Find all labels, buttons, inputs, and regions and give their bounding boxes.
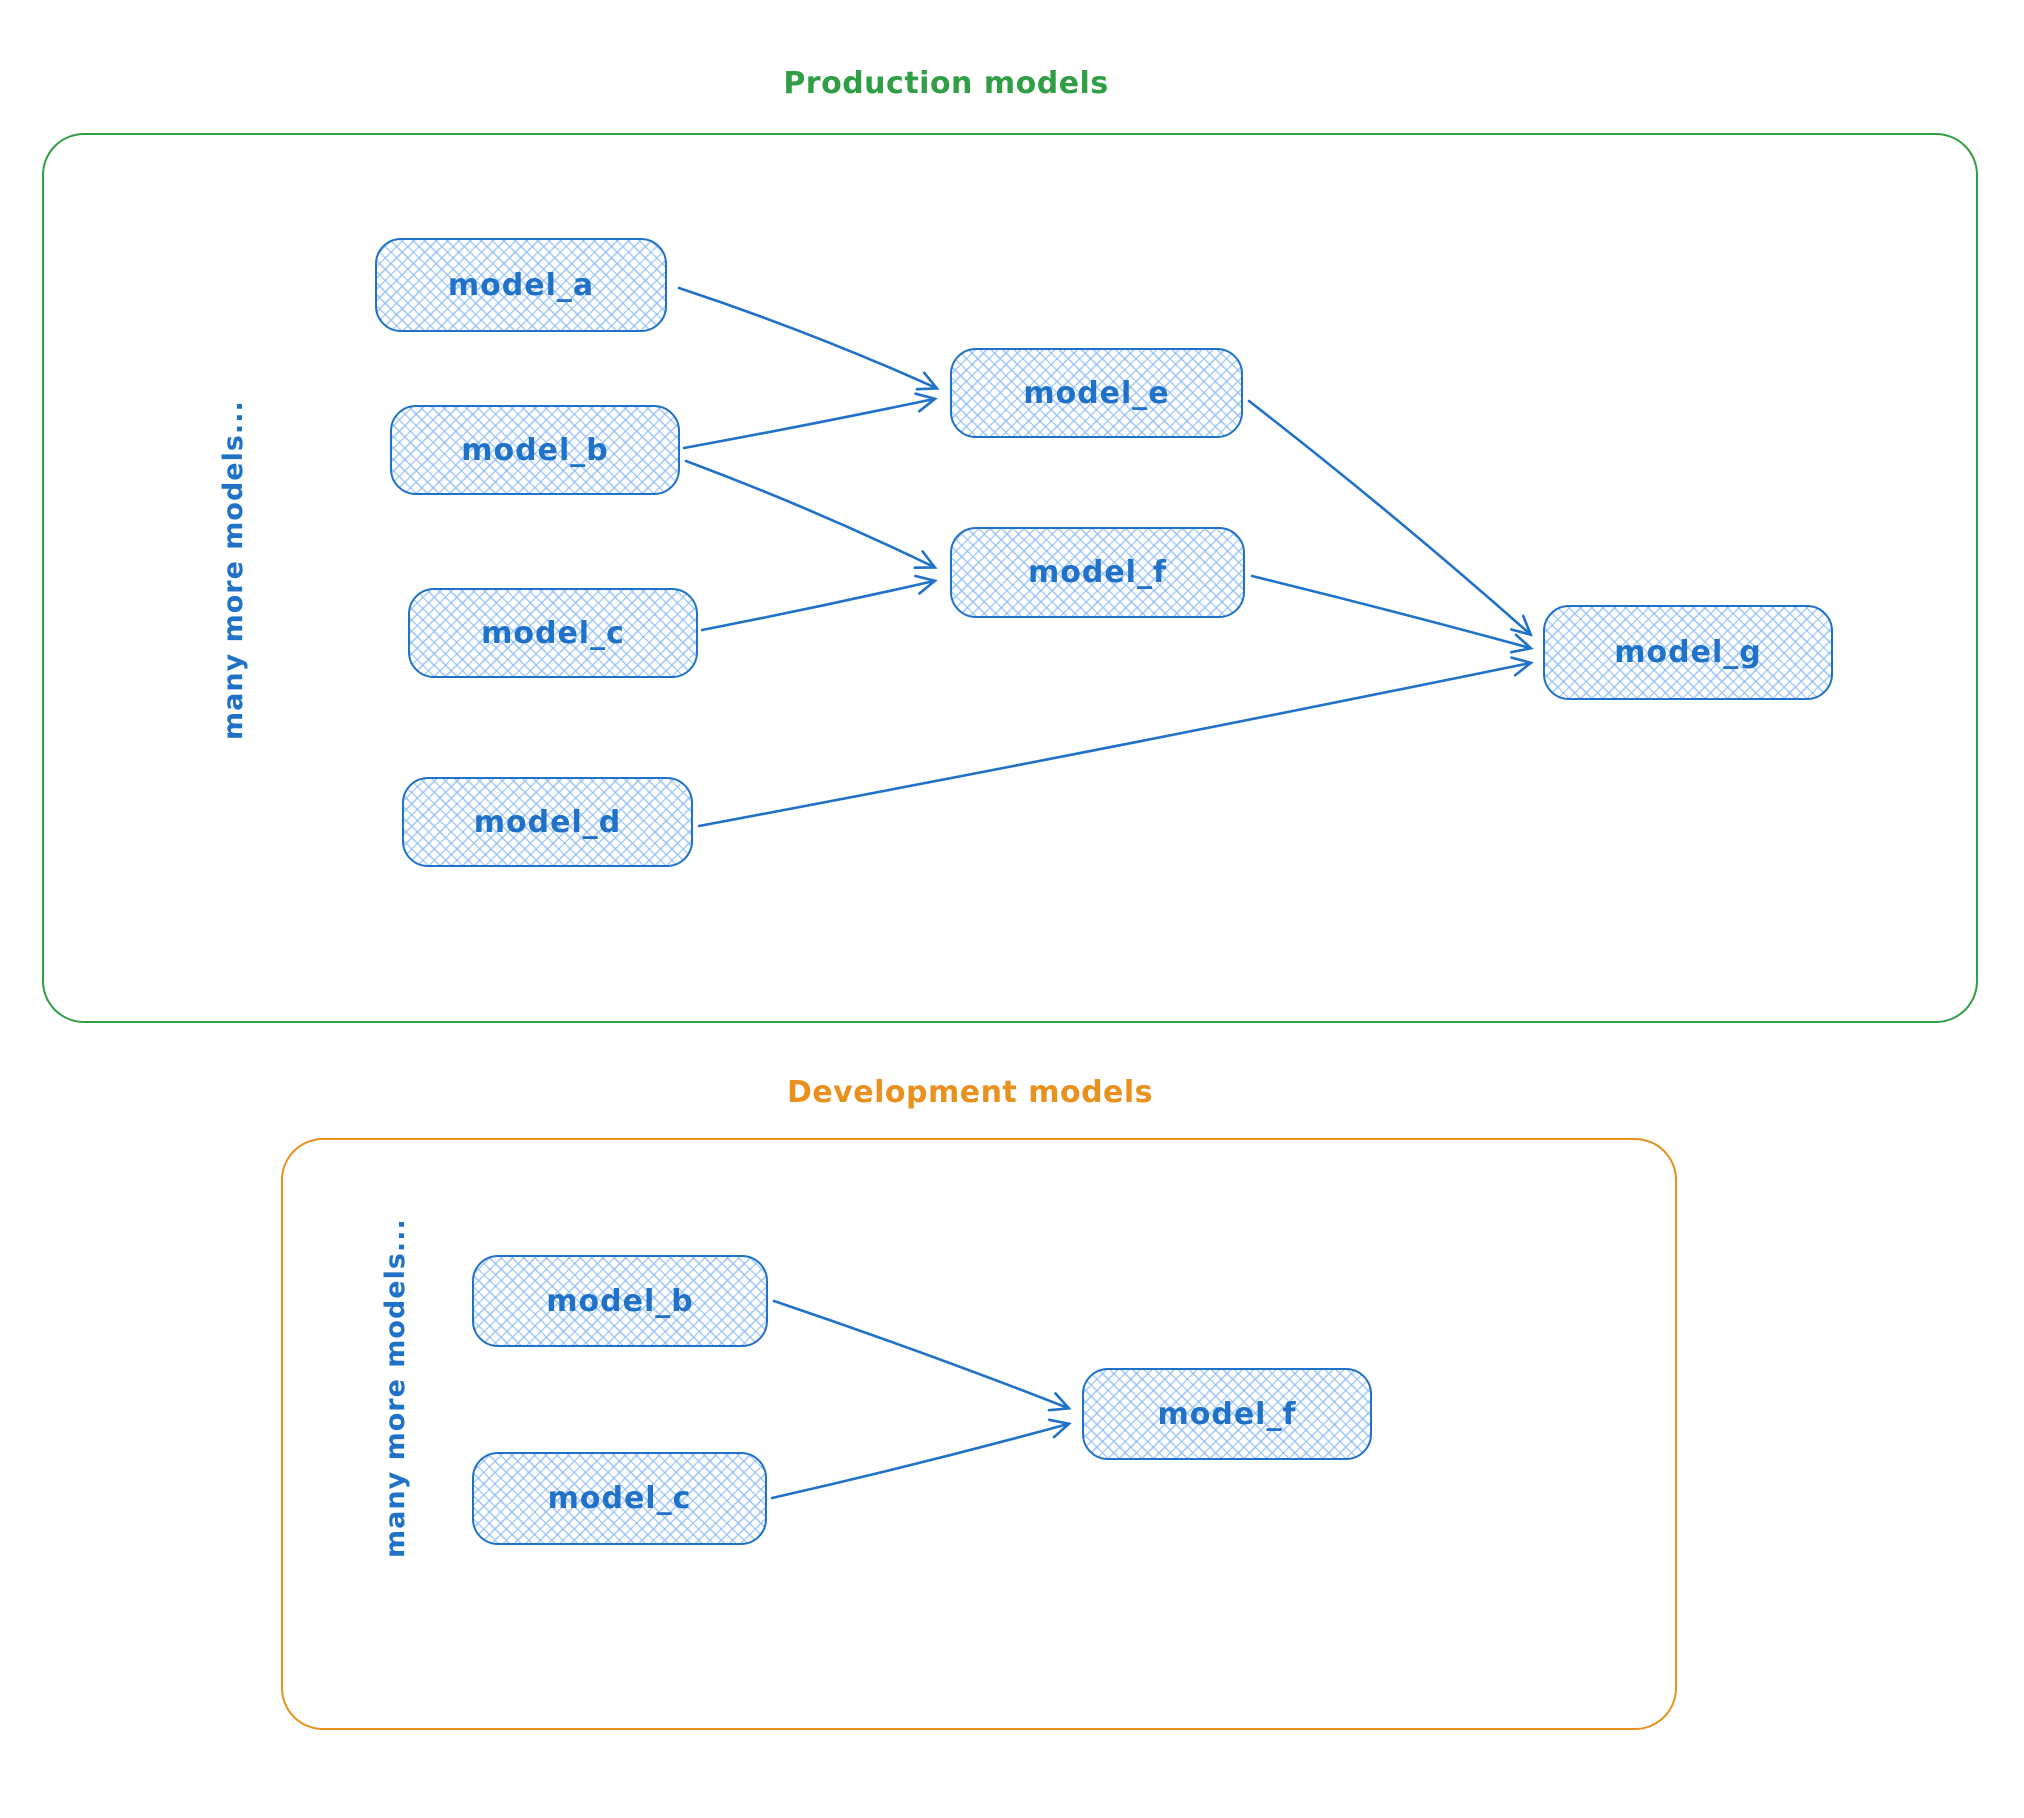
node-label-model-d: model_d <box>473 804 622 840</box>
node-production-model-c[interactable]: model_c <box>408 588 698 678</box>
node-label-dev-model-f: model_f <box>1157 1396 1297 1432</box>
node-production-model-b[interactable]: model_b <box>390 405 680 495</box>
node-development-model-f[interactable]: model_f <box>1082 1368 1372 1460</box>
development-section-title: Development models <box>786 1075 1154 1110</box>
node-production-model-g[interactable]: model_g <box>1543 605 1833 700</box>
node-production-model-a[interactable]: model_a <box>375 238 667 332</box>
node-production-model-f[interactable]: model_f <box>950 527 1245 618</box>
node-production-model-e[interactable]: model_e <box>950 348 1243 438</box>
node-label-model-e: model_e <box>1023 375 1170 411</box>
production-side-label: many more models... <box>218 400 249 740</box>
node-label-model-g: model_g <box>1614 635 1762 670</box>
node-label-model-f: model_f <box>1027 555 1168 590</box>
production-section-title: Production models <box>783 66 1109 101</box>
node-production-model-d[interactable]: model_d <box>402 777 693 867</box>
node-label-dev-model-c: model_c <box>547 1481 692 1516</box>
development-container-frame <box>281 1138 1677 1730</box>
node-development-model-b[interactable]: model_b <box>472 1255 768 1347</box>
node-label-model-c: model_c <box>481 615 625 651</box>
node-label-model-a: model_a <box>447 267 595 303</box>
node-label-dev-model-b: model_b <box>546 1283 694 1319</box>
development-side-label: many more models... <box>380 1218 411 1558</box>
node-development-model-c[interactable]: model_c <box>472 1452 767 1545</box>
production-container-frame <box>42 133 1978 1023</box>
node-label-model-b: model_b <box>461 432 609 468</box>
